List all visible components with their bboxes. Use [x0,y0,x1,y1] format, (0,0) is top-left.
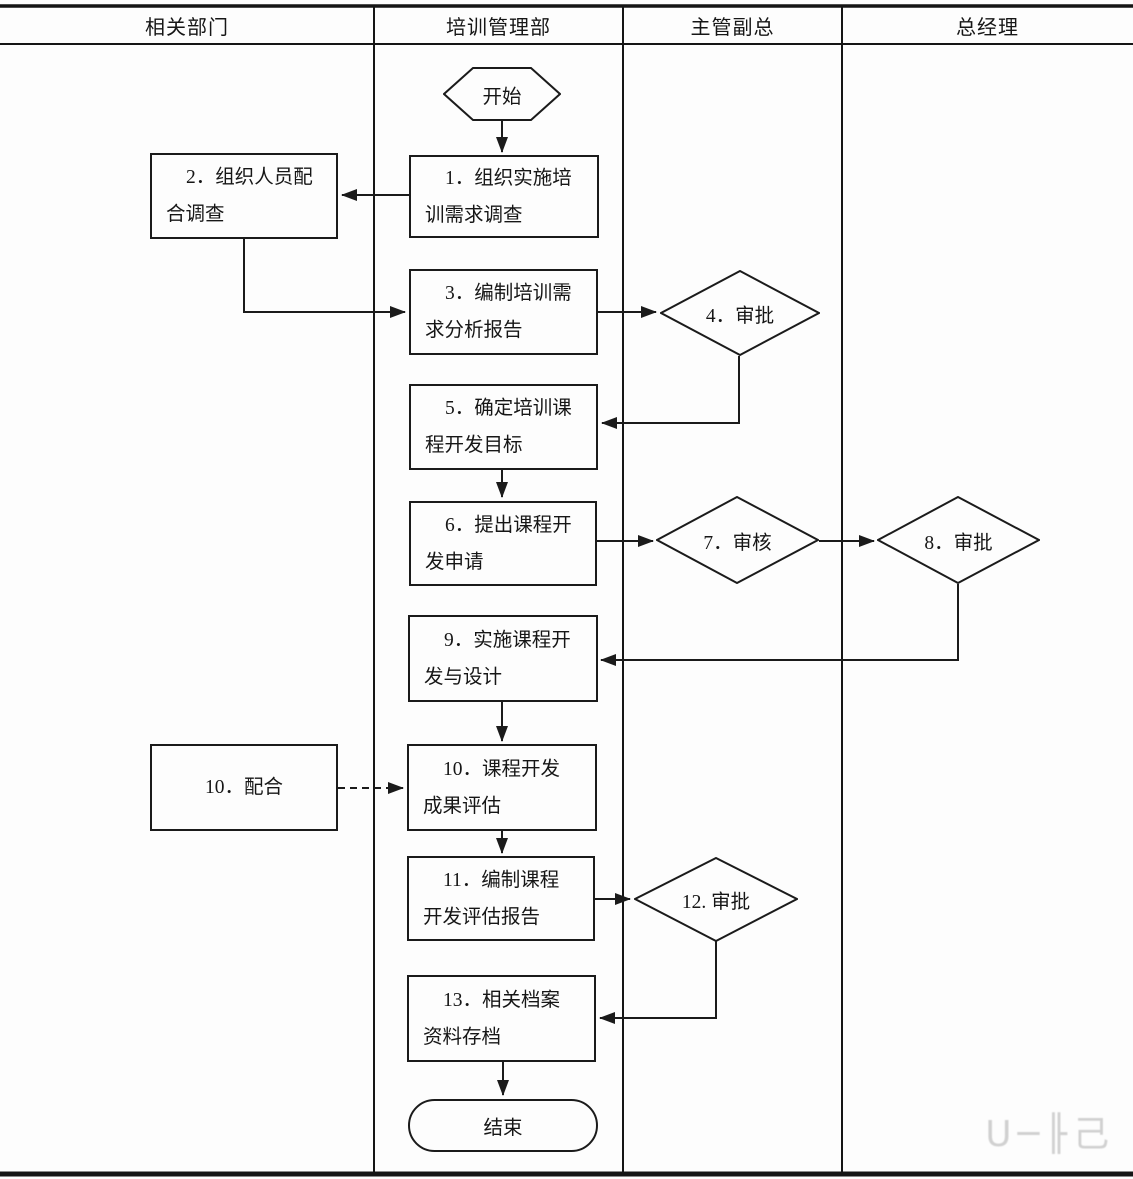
decision-12-approval: 12. 审批 [634,857,798,942]
process-11-line1: 11．编制课程 [443,869,560,891]
process-10-line1: 10．课程开发 [443,758,561,780]
hexagon-shape [443,67,561,121]
process-6-course-dev-application: 6．提出课程开 发申请 [409,501,597,586]
diamond-shape [877,496,1040,584]
arrow-2-to-3 [243,238,406,318]
end-node: 结束 [408,1099,598,1152]
process-3-line2: 求分析报告 [425,320,523,341]
process-2-organize-personnel: 2．组织人员配 合调查 [150,153,338,239]
process-10-outcome-evaluation: 10．课程开发 成果评估 [407,744,597,831]
arrow-8-to-9 [600,584,959,666]
process-11-line2: 开发评估报告 [423,906,541,928]
process-3-needs-analysis-report: 3．编制培训需 求分析报告 [409,269,598,355]
process-13-line1: 13．相关档案 [443,989,561,1011]
process-10-cooperate-label: 10．配合 [204,777,283,798]
decision-8-approval: 8．审批 [877,496,1040,584]
process-1-line2: 训需求调查 [425,204,523,226]
arrow-12-to-13 [599,941,717,1024]
process-9-line2: 发与设计 [424,666,503,688]
process-10-line2: 成果评估 [423,795,502,817]
process-1-line1: 1．组织实施培 [445,167,572,189]
decision-4-approval: 4．审批 [660,270,820,356]
process-6-line1: 6．提出课程开 [445,514,572,536]
process-6-line2: 发申请 [425,551,484,573]
decision-4-label: 4．审批 [705,305,775,327]
process-9-line1: 9．实施课程开 [444,629,571,651]
process-2-line1: 2．组织人员配 [186,167,313,188]
end-label: 结束 [483,1118,523,1139]
diamond-shape [660,270,820,356]
process-13-archive-files: 13．相关档案 资料存档 [407,975,596,1062]
diamond-shape [656,496,819,584]
lane-header-training-management: 培训管理部 [446,16,551,39]
process-5-course-dev-goals: 5．确定培训课 程开发目标 [409,384,598,470]
lane-header-general-manager: 总经理 [956,16,1019,39]
decision-7-label: 7．审核 [703,532,772,554]
process-11-evaluation-report: 11．编制课程 开发评估报告 [407,856,595,941]
start-node: 开始 [443,67,561,121]
decision-8-label: 8．审批 [924,532,993,554]
decision-12-label: 12. 审批 [681,892,751,913]
process-3-line1: 3．编制培训需 [445,283,572,304]
process-10-cooperate: 10．配合 [150,744,338,831]
start-label: 开始 [482,86,522,108]
arrow-4-to-5 [601,356,740,429]
process-5-line1: 5．确定培训课 [445,398,572,419]
process-9-implement-course-dev: 9．实施课程开 发与设计 [408,615,598,702]
lane-header-related-departments: 相关部门 [145,16,229,39]
decision-7-review: 7．审核 [656,496,819,584]
process-1-training-needs-survey: 1．组织实施培 训需求调查 [409,155,599,238]
lane-header-vp: 主管副总 [690,16,775,39]
process-13-line2: 资料存档 [423,1026,502,1048]
process-2-line2: 合调查 [166,204,225,225]
process-5-line2: 程开发目标 [425,435,523,456]
diamond-shape [634,857,798,942]
watermark: U─╟己 [985,1114,1115,1154]
